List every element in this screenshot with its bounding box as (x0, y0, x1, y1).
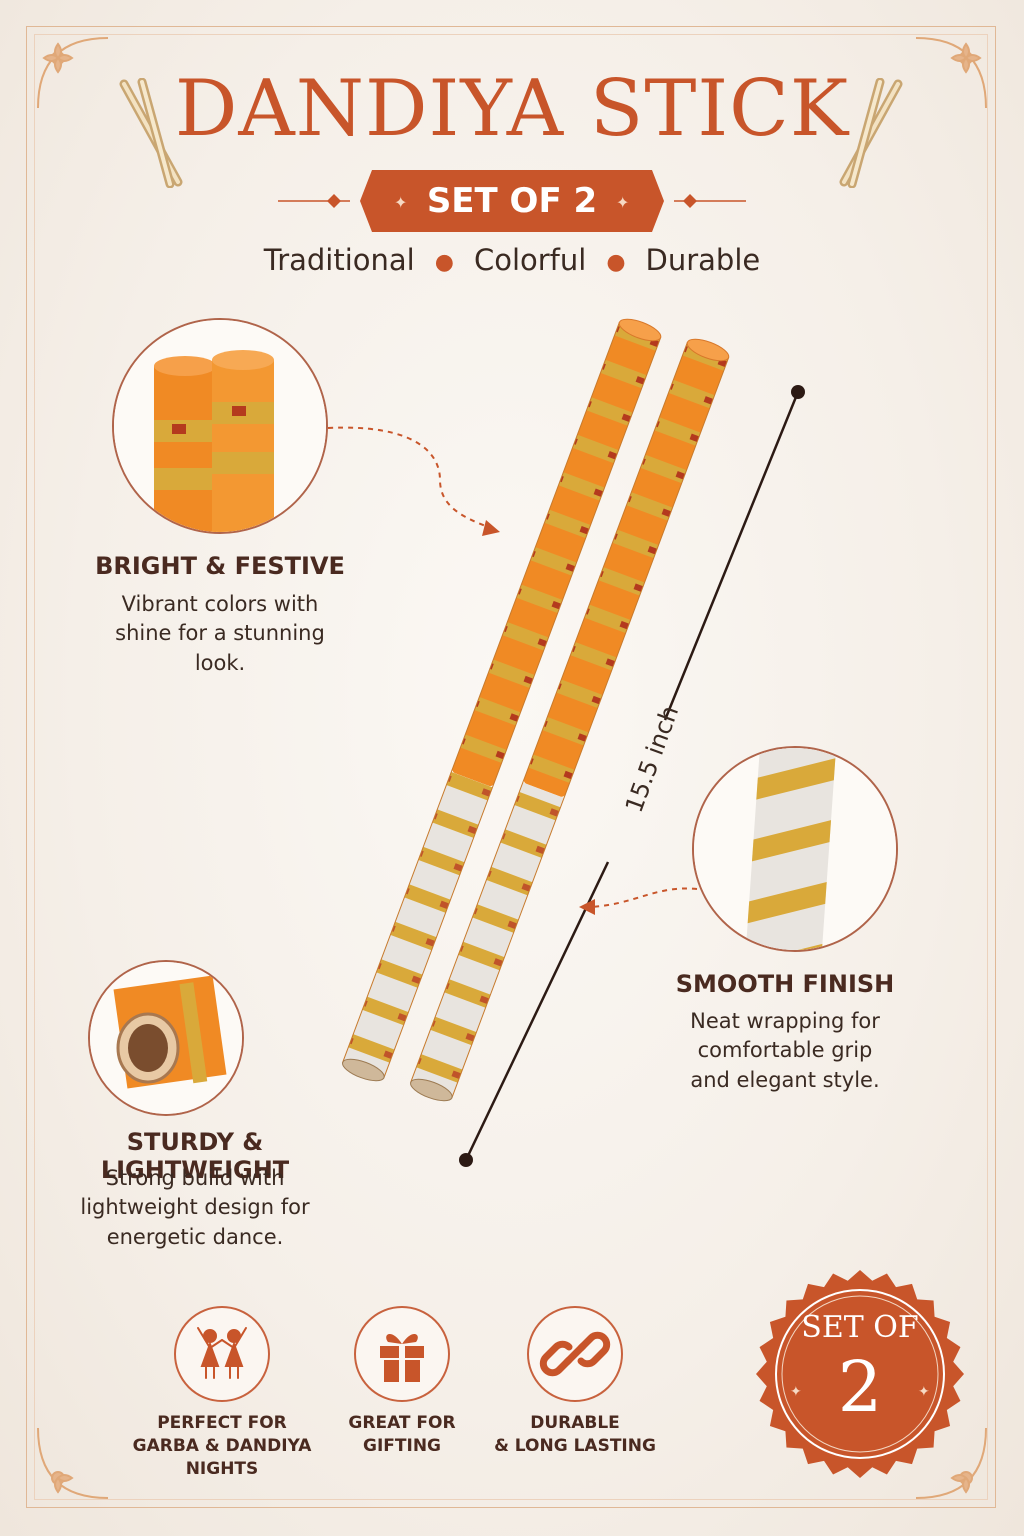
tagline-colorful: Colorful (473, 243, 587, 277)
svg-text:✦: ✦ (616, 193, 629, 212)
feature-desc-bright-festive: Vibrant colors with shine for a stunning… (115, 592, 325, 675)
dashed-arrow-icon (579, 887, 698, 915)
seal-number: 2 (837, 1346, 883, 1428)
page-title: DANDIYA STICK (174, 64, 850, 154)
svg-text:✦: ✦ (394, 193, 407, 212)
dandiya-sticks-illustration (342, 318, 730, 1102)
gift-icon (380, 1333, 424, 1382)
bullet-dot-icon: ● (434, 249, 454, 275)
chain-link-icon (539, 1331, 611, 1377)
corner-flourish-icon (37, 37, 109, 109)
bullet-dot-icon: ● (606, 249, 626, 275)
badge-label-garba: PERFECT FOR GARBA & DANDIYA NIGHTS (132, 1413, 312, 1479)
outer-frame (26, 26, 996, 1508)
feature-title-sturdy-lightweight: STURDY & LIGHTWEIGHT (100, 1128, 290, 1184)
sturdy-lightweight-closeup (88, 960, 244, 1116)
set-of-two-seal: ✦ ✦ (756, 1270, 964, 1478)
corner-flourish-icon (915, 37, 987, 109)
corner-flourish-icon (915, 1427, 987, 1499)
tagline-durable: Durable (645, 243, 761, 277)
feature-title-smooth-finish: SMOOTH FINISH (675, 970, 895, 998)
corner-flourish-icon (37, 1427, 109, 1499)
bright-festive-closeup (112, 318, 328, 534)
feature-desc-sturdy-lightweight: Strong build with lightweight design for… (80, 1166, 310, 1249)
badge-dancers (174, 1306, 270, 1402)
tagline-traditional: Traditional (263, 243, 415, 277)
dimension-line (459, 385, 805, 1167)
badge-durable (527, 1306, 623, 1402)
seal-label: SET OF (801, 1310, 919, 1345)
svg-text:✦: ✦ (918, 1384, 930, 1400)
smooth-finish-closeup (692, 746, 898, 952)
badge-label-durable: DURABLE & LONG LASTING (494, 1413, 656, 1456)
dancers-icon (197, 1327, 247, 1379)
svg-text:✦: ✦ (790, 1384, 802, 1400)
banner-ribbon: ✦ ✦ (278, 170, 746, 232)
tagline: Traditional ● Colorful ● Durable (0, 243, 1024, 277)
feature-title-bright-festive: BRIGHT & FESTIVE (95, 552, 345, 580)
feature-desc-smooth-finish: Neat wrapping for comfortable grip and e… (690, 1009, 880, 1092)
inner-frame (34, 34, 988, 1500)
badge-label-gifting: GREAT FOR GIFTING (348, 1413, 456, 1456)
set-of-two-banner: SET OF 2 (426, 181, 598, 221)
crossed-sticks-icon (119, 78, 183, 188)
crossed-sticks-icon (839, 78, 903, 188)
dashed-arrow-icon (327, 426, 500, 536)
badge-gift (354, 1306, 450, 1402)
